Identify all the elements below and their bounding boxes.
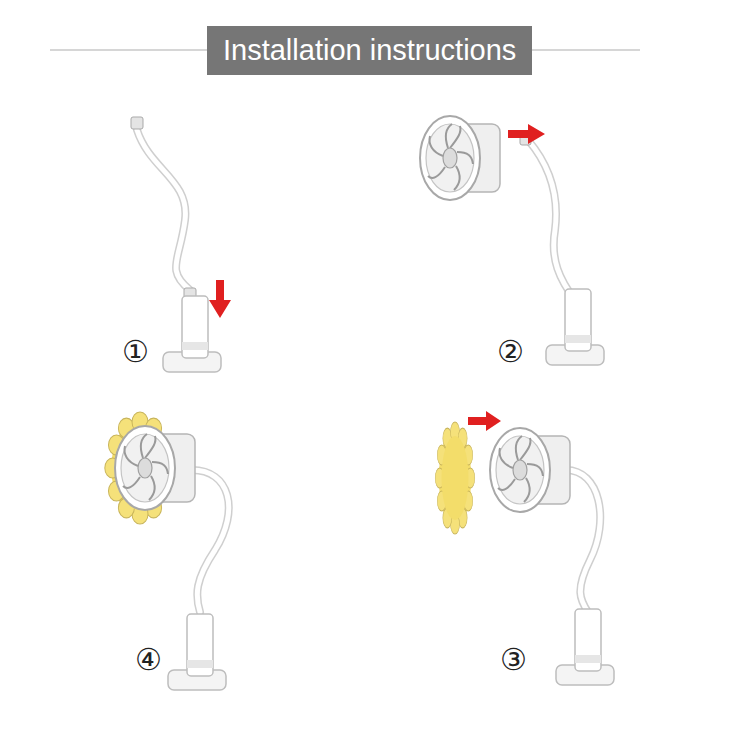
step-four-figure [105,412,229,690]
step-number: ④ [135,645,162,675]
step-two-figure [420,116,604,365]
step-number: ② [497,337,524,367]
step-number: ③ [500,645,527,675]
title-banner: Installation instructions [207,26,532,75]
step-three-figure [435,411,614,685]
step-one-figure [131,117,231,372]
step-number: ① [122,337,149,367]
